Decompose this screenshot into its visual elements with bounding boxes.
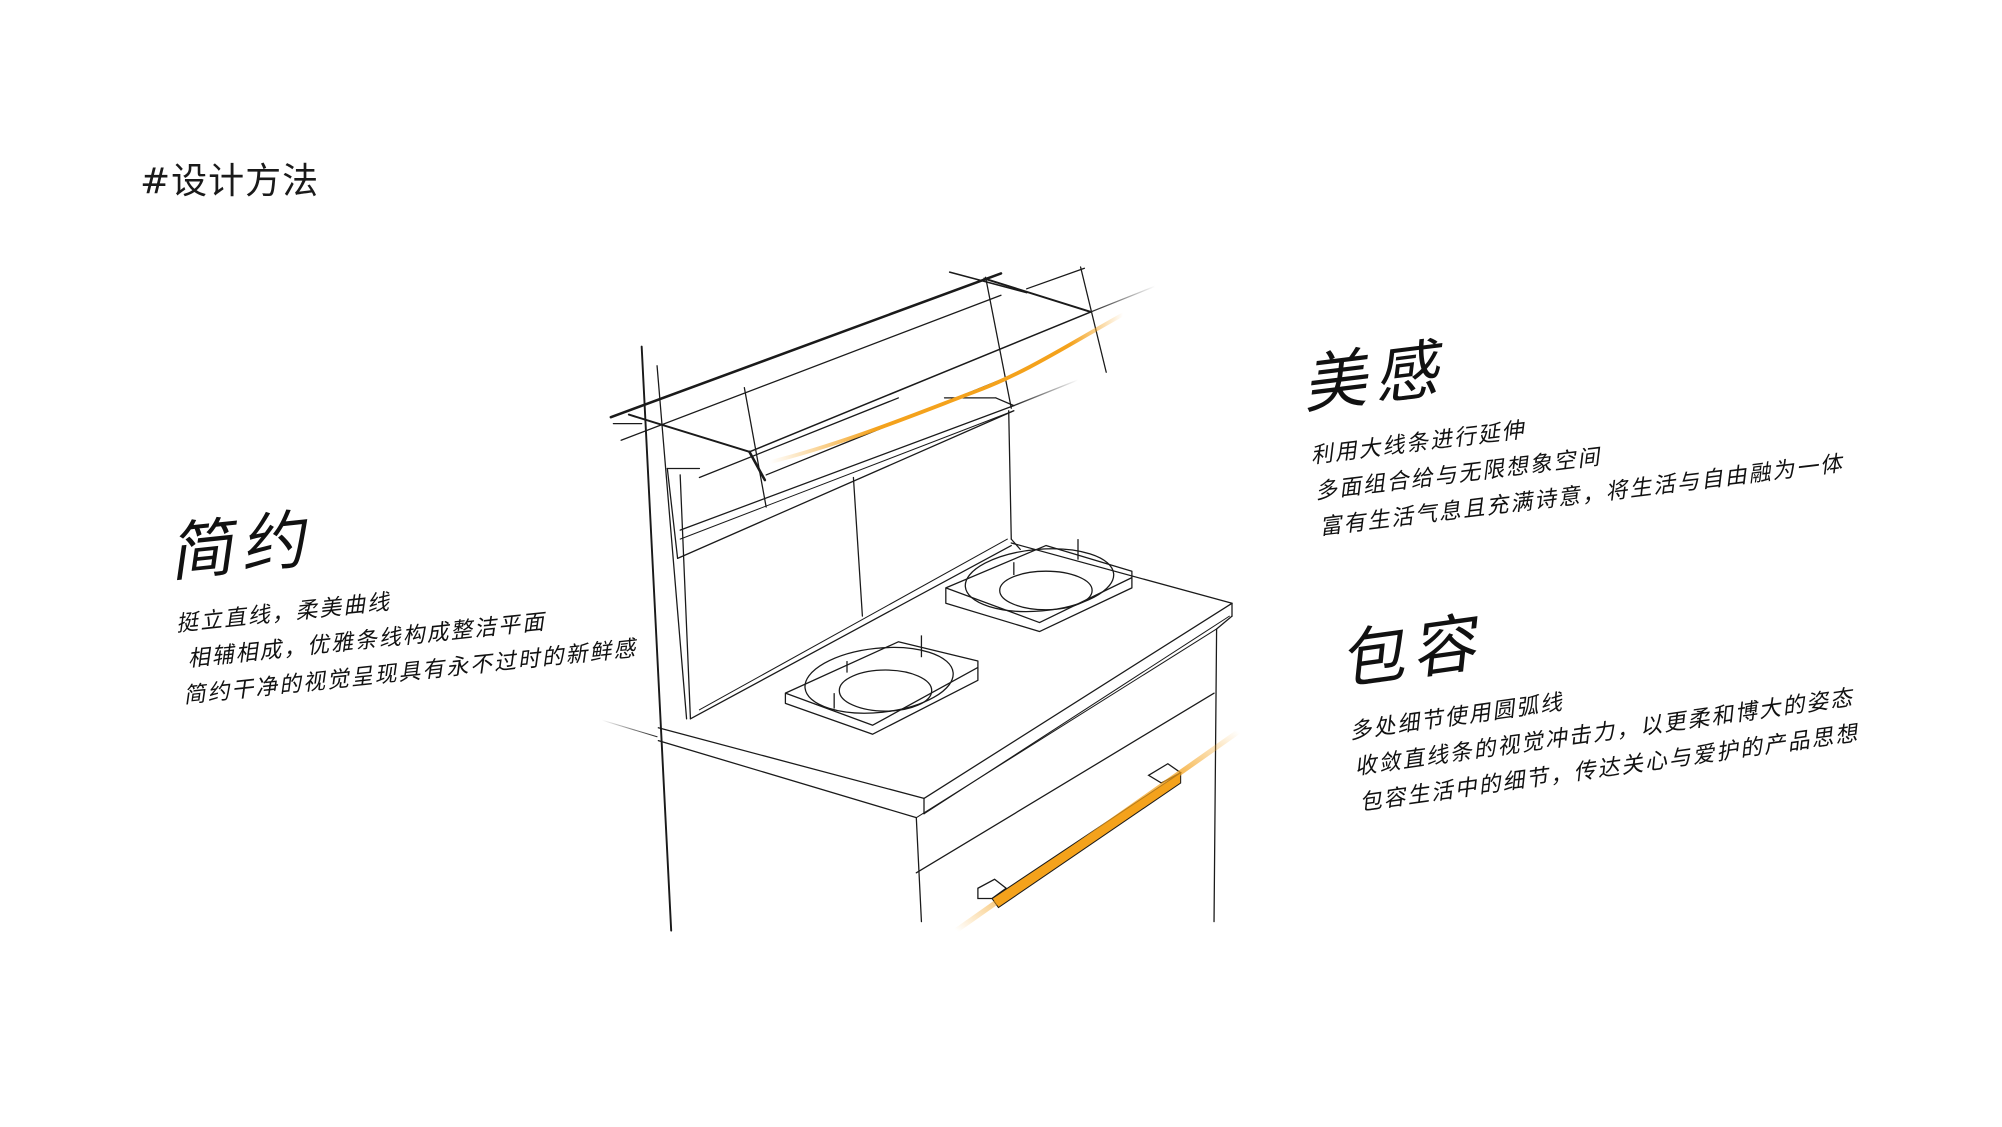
burner-right <box>945 539 1133 633</box>
range-hood-lines <box>609 266 1156 932</box>
drawer-handle <box>977 762 1182 900</box>
page-title: #设计方法 <box>140 161 320 202</box>
countertop-lines <box>601 538 1233 923</box>
handle-accent-glow <box>953 729 1241 934</box>
hood-accent-line <box>768 312 1125 465</box>
burner-left <box>784 635 979 735</box>
